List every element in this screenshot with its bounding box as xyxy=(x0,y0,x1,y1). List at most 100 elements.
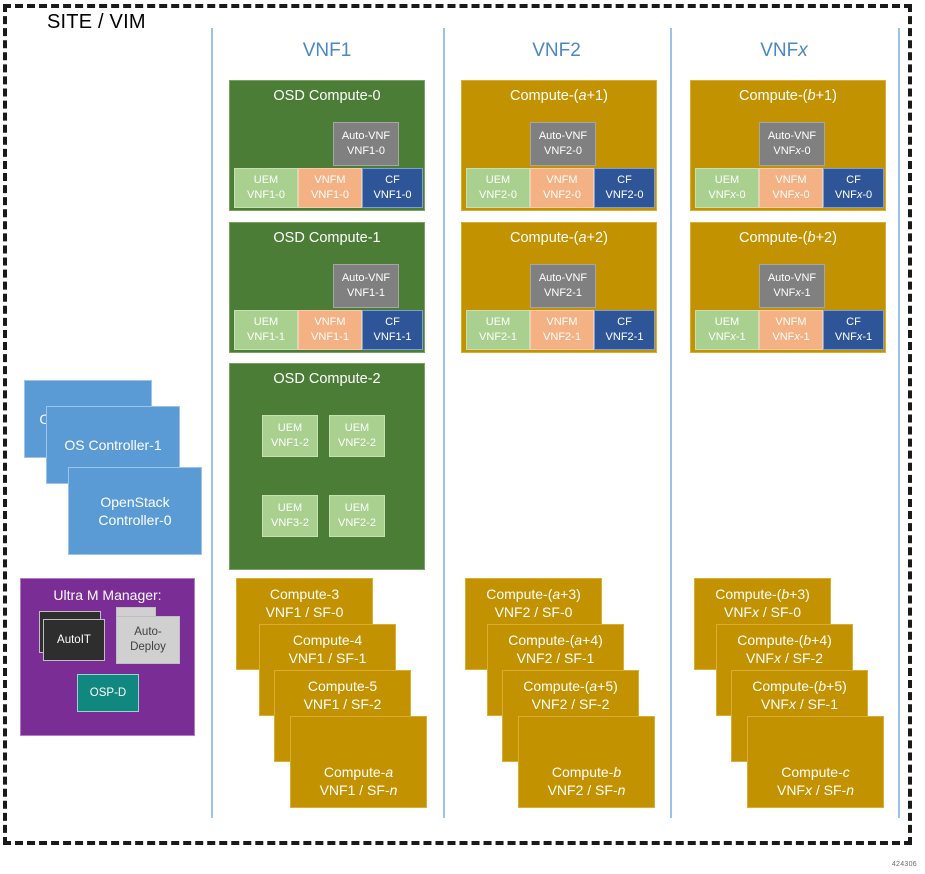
sf-card-text: Compute-(a+5) VNF2 / SF-2 xyxy=(523,678,618,713)
vm-auto-vnf[interactable]: Auto-VNF VNF1-1 xyxy=(333,264,399,308)
vm-cf[interactable]: CF VNFx-0 xyxy=(823,168,884,208)
vm-vnfm[interactable]: VNFM VNFx-0 xyxy=(759,168,823,208)
sf-compute-card[interactable]: Compute-c VNFx / SF-n xyxy=(747,716,884,808)
vm-instance-label: VNF3-2 xyxy=(271,517,309,529)
vm-vnfm[interactable]: VNFM VNF2-0 xyxy=(530,168,594,208)
host-compute-a-plus-1[interactable]: Compute-(a+1) Auto-VNF VNF2-0 UEM VNF2-0… xyxy=(461,80,657,211)
vm-role-label: UEM xyxy=(714,316,740,329)
vm-auto-vnf[interactable]: Auto-VNF VNF1-0 xyxy=(333,122,399,166)
host-compute-b-plus-2[interactable]: Compute-(b+2) Auto-VNF VNFx-1 UEM VNFx-1… xyxy=(690,222,886,353)
autoit-box[interactable]: AutoIT xyxy=(43,619,105,661)
host-compute-b-plus-1[interactable]: Compute-(b+1) Auto-VNF VNFx-0 UEM VNFx-0… xyxy=(690,80,886,211)
vm-uem[interactable]: UEM VNF1-0 xyxy=(234,168,298,208)
ultra-m-manager-panel[interactable]: Ultra M Manager: AutoIT Auto- Deploy OSP… xyxy=(20,578,195,736)
vm-instance-label: VNFx-0 xyxy=(773,145,811,157)
vm-instance-label: VNF1-1 xyxy=(373,331,412,343)
host-osd-compute-2[interactable]: OSD Compute-2 UEM VNF1-2 UEM VNF2-2 UEM … xyxy=(229,363,425,570)
vm-instance-label: VNF2-1 xyxy=(543,331,581,343)
vm-instance-label: VNFx-1 xyxy=(708,331,746,343)
vm-uem[interactable]: UEM VNFx-1 xyxy=(695,310,759,350)
vm-role-label: Auto-VNF xyxy=(767,272,817,285)
vm-cf[interactable]: CF VNF2-1 xyxy=(594,310,655,350)
vm-uem[interactable]: UEM VNF2-2 xyxy=(329,495,385,537)
vm-role-label: VNFM xyxy=(314,316,346,329)
auto-deploy-tab xyxy=(116,607,156,617)
sf-card-text: Compute-5 VNF1 / SF-2 xyxy=(303,678,382,713)
ospd-label: OSP-D xyxy=(89,686,127,699)
vm-vnfm[interactable]: VNFM VNF1-1 xyxy=(298,310,362,350)
vm-instance-label: VNFx-1 xyxy=(772,331,810,343)
host-compute-a-plus-2[interactable]: Compute-(a+2) Auto-VNF VNF2-1 UEM VNF2-1… xyxy=(461,222,657,353)
vm-uem[interactable]: UEM VNFx-0 xyxy=(695,168,759,208)
vm-uem[interactable]: UEM VNF2-2 xyxy=(329,415,385,457)
vm-uem[interactable]: UEM VNF2-0 xyxy=(466,168,530,208)
auto-deploy-box[interactable]: Auto- Deploy xyxy=(116,616,180,664)
vm-instance-label: VNF1-0 xyxy=(247,189,285,201)
vm-instance-label: VNFx-0 xyxy=(834,189,873,201)
vm-instance-label: VNF1-0 xyxy=(373,189,412,201)
vm-role-label: Auto-VNF xyxy=(538,272,588,285)
host-title: OSD Compute-2 xyxy=(273,371,381,387)
vm-cf[interactable]: CF VNF2-0 xyxy=(594,168,655,208)
vm-auto-vnf[interactable]: Auto-VNF VNF2-1 xyxy=(530,264,596,308)
openstack-controller-0[interactable]: OpenStack Controller-0 xyxy=(68,467,202,555)
sf-compute-card[interactable]: Compute-a VNF1 / SF-n xyxy=(290,716,427,808)
vm-vnfm[interactable]: VNFM VNFx-1 xyxy=(759,310,823,350)
vm-role-label: UEM xyxy=(714,174,740,187)
sf-compute-card[interactable]: Compute-b VNF2 / SF-n xyxy=(518,716,655,808)
auto-deploy-label-line2: Deploy xyxy=(130,641,166,653)
vm-vnfm[interactable]: VNFM VNF1-0 xyxy=(298,168,362,208)
vm-cf[interactable]: CF VNF1-0 xyxy=(362,168,423,208)
vm-role-label: Auto-VNF xyxy=(767,130,817,143)
sf-card-text: Compute-(b+4) VNFx / SF-2 xyxy=(737,632,832,667)
sf-card-text: Compute-a VNF1 / SF-n xyxy=(319,764,398,799)
vm-uem[interactable]: UEM VNF3-2 xyxy=(262,495,318,537)
vm-role-label: CF xyxy=(385,174,400,187)
auto-deploy-label-line1: Auto- xyxy=(134,626,162,639)
host-osd-compute-0[interactable]: OSD Compute-0 Auto-VNF VNF1-0 UEM VNF1-0… xyxy=(229,80,425,211)
vm-vnfm[interactable]: VNFM VNF2-1 xyxy=(530,310,594,350)
vm-auto-vnf[interactable]: Auto-VNF VNFx-0 xyxy=(759,122,825,166)
figure-id: 424306 xyxy=(891,861,917,868)
sf-card-text: Compute-(a+3) VNF2 / SF-0 xyxy=(486,586,581,621)
vm-uem[interactable]: UEM VNF2-1 xyxy=(466,310,530,350)
ospd-box[interactable]: OSP-D xyxy=(77,674,139,712)
host-title: Compute-(b+2) xyxy=(739,230,837,246)
vm-role-label: CF xyxy=(617,316,632,329)
vm-cf[interactable]: CF VNF1-1 xyxy=(362,310,423,350)
site-vim-title: SITE / VIM xyxy=(47,11,146,33)
column-header-vnf2: VNF2 xyxy=(532,40,581,61)
vm-instance-label: VNF1-0 xyxy=(311,189,349,201)
host-title: OSD Compute-0 xyxy=(273,88,381,104)
vm-role-label: UEM xyxy=(485,174,511,187)
host-title: Compute-(a+2) xyxy=(510,230,608,246)
vm-role-label: VNFM xyxy=(775,316,807,329)
vm-role-label: UEM xyxy=(344,502,370,515)
vm-role-label: UEM xyxy=(253,174,279,187)
vm-instance-label: VNF2-0 xyxy=(605,189,644,201)
vm-role-label: VNFM xyxy=(546,316,578,329)
vm-role-label: UEM xyxy=(344,422,370,435)
vm-uem[interactable]: UEM VNF1-1 xyxy=(234,310,298,350)
vm-instance-label: VNFx-0 xyxy=(772,189,810,201)
vm-auto-vnf[interactable]: Auto-VNF VNFx-1 xyxy=(759,264,825,308)
sf-card-text: Compute-4 VNF1 / SF-1 xyxy=(288,632,367,667)
vm-uem[interactable]: UEM VNF1-2 xyxy=(262,415,318,457)
vm-instance-label: VNF2-2 xyxy=(338,517,376,529)
host-osd-compute-1[interactable]: OSD Compute-1 Auto-VNF VNF1-1 UEM VNF1-1… xyxy=(229,222,425,353)
vm-role-label: UEM xyxy=(277,502,303,515)
vm-instance-label: VNF2-1 xyxy=(605,331,644,343)
vm-cf[interactable]: CF VNFx-1 xyxy=(823,310,884,350)
vm-role-label: CF xyxy=(846,316,861,329)
vm-instance-label: VNF2-2 xyxy=(338,437,376,449)
vm-instance-label: VNFx-1 xyxy=(834,331,873,343)
vm-instance-label: VNF1-2 xyxy=(271,437,309,449)
vm-role-label: CF xyxy=(846,174,861,187)
vm-auto-vnf[interactable]: Auto-VNF VNF2-0 xyxy=(530,122,596,166)
vm-role-label: Auto-VNF xyxy=(538,130,588,143)
vm-role-label: CF xyxy=(617,174,632,187)
sf-card-text: Compute-(a+4) VNF2 / SF-1 xyxy=(508,632,603,667)
host-title: Compute-(a+1) xyxy=(510,88,608,104)
vm-instance-label: VNFx-0 xyxy=(708,189,746,201)
